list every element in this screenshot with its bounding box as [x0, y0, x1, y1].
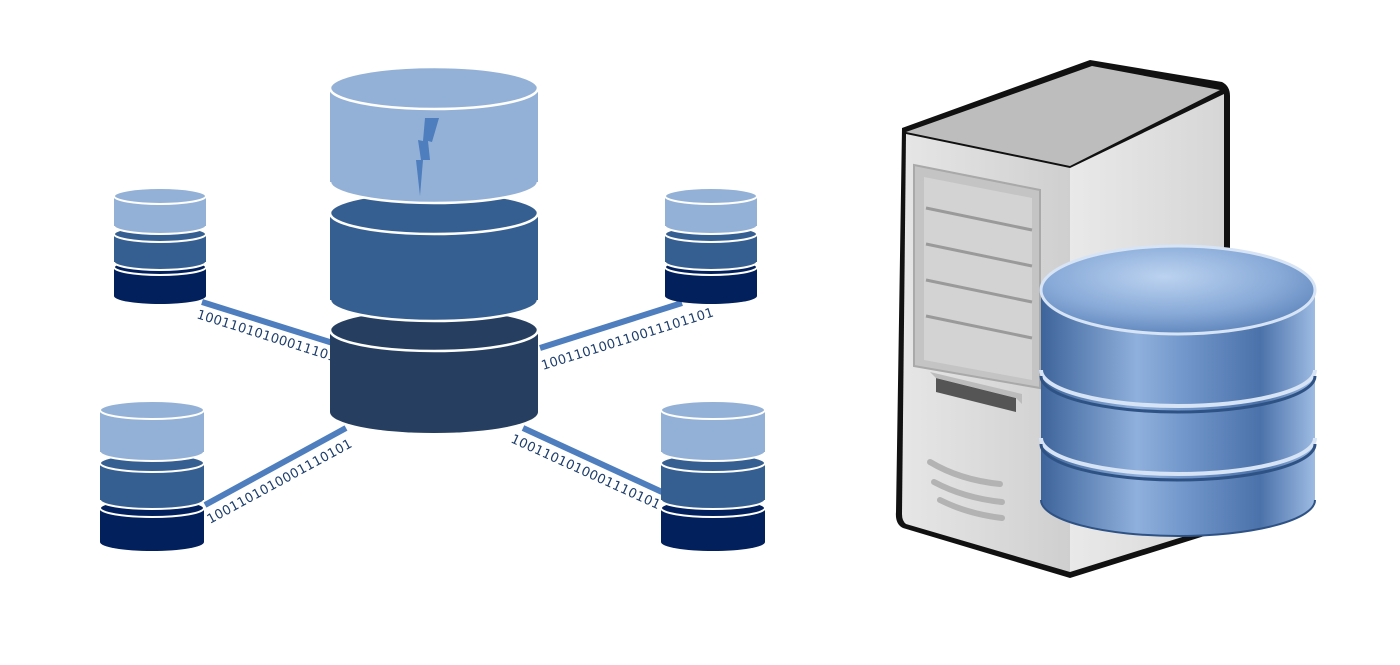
binary-label-bottom-left: 1001101010001110101	[205, 437, 355, 528]
satellite-database-icon	[99, 400, 205, 551]
link-bottom-left: 1001101010001110101	[203, 425, 355, 528]
lightning-bolt-icon	[416, 118, 439, 196]
central-database-icon	[328, 65, 540, 433]
satellite-database-icon	[660, 400, 766, 551]
link-top-right: 100110100110011101101	[539, 300, 716, 374]
satellite-database-icon	[113, 187, 207, 304]
satellite-database-icon	[664, 187, 758, 304]
server-database-icon	[1039, 244, 1317, 537]
binary-label-bottom-right: 1001101010001110101	[508, 432, 662, 513]
link-bottom-right: 1001101010001110101	[508, 425, 664, 513]
